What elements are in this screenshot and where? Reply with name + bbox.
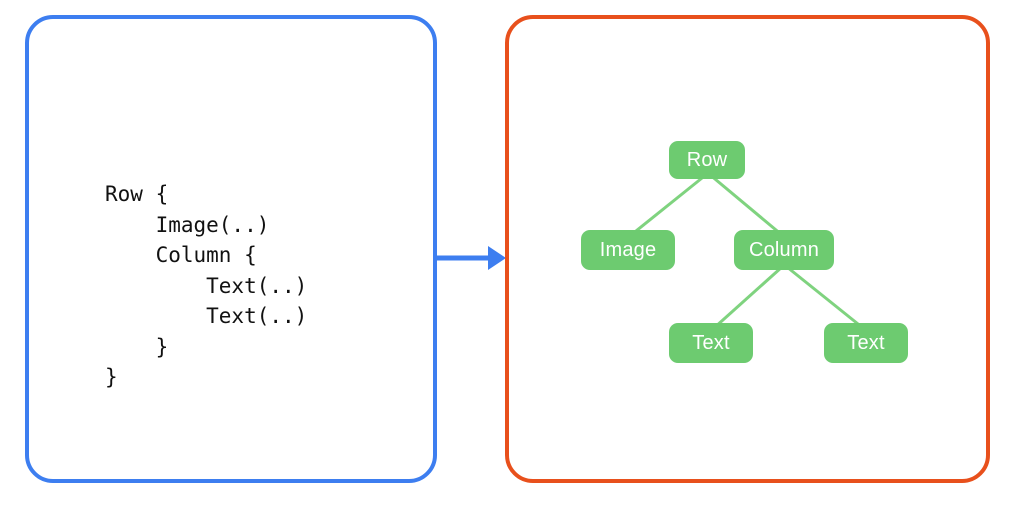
tree-node-column: Column xyxy=(734,230,834,270)
code-line: } xyxy=(105,334,169,359)
tree-node-text-1: Text xyxy=(669,323,753,363)
code-panel: Row { Image(..) Column { Text(..) Text(.… xyxy=(25,15,437,483)
tree-node-label: Text xyxy=(692,331,730,354)
code-line: Column { xyxy=(105,243,257,267)
tree-node-image: Image xyxy=(581,230,675,270)
code-block: Row { Image(..) Column { Text(..) Text(.… xyxy=(105,179,307,393)
code-line: Row { xyxy=(105,182,169,206)
code-line: Text(..) xyxy=(105,304,308,328)
right-arrow-icon xyxy=(432,236,508,280)
tree-node-label: Image xyxy=(599,238,657,261)
tree-node-label: Column xyxy=(748,238,820,261)
code-line: Image(..) xyxy=(105,212,270,237)
tree-node-row: Row xyxy=(669,141,745,179)
tree-panel: Row Image Column Text Text xyxy=(505,15,990,483)
code-line: Text(..) xyxy=(105,273,308,298)
tree-edges xyxy=(630,172,864,330)
code-line: } xyxy=(105,365,118,389)
tree-node-text-2: Text xyxy=(824,323,908,363)
tree-node-label: Row xyxy=(686,148,728,171)
tree-node-label: Text xyxy=(847,331,885,354)
